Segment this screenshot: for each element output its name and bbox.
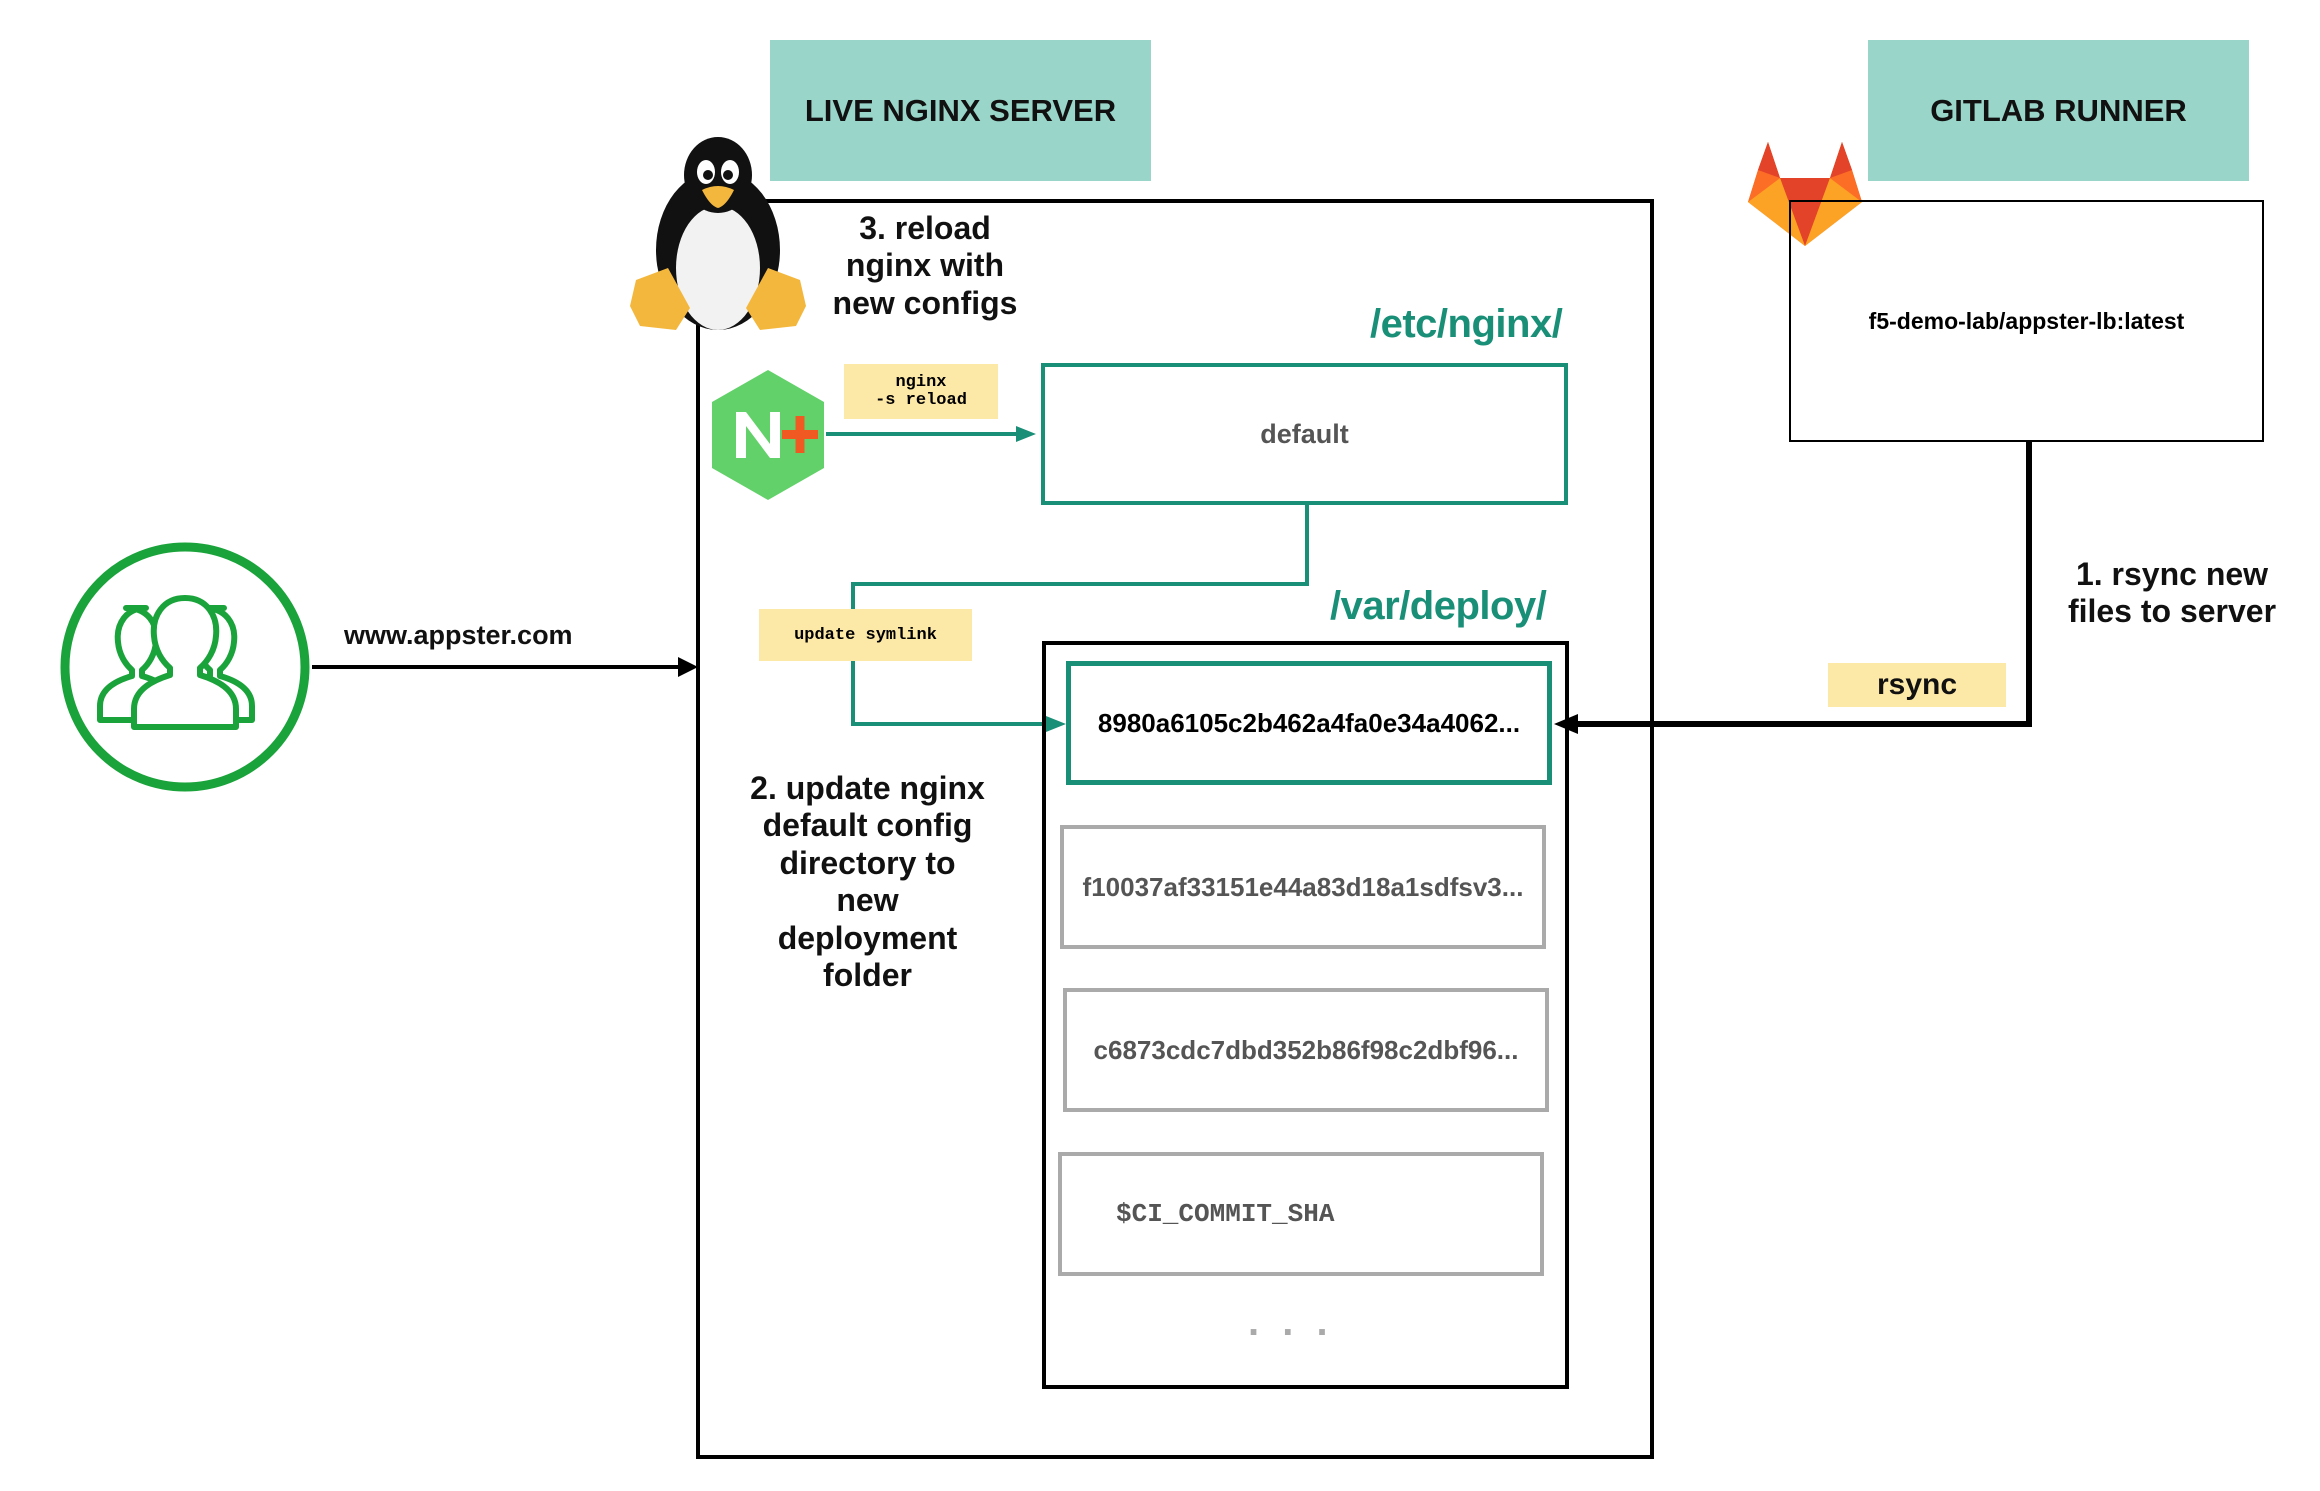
user-arrowhead xyxy=(678,657,698,677)
users-group-icon xyxy=(58,540,312,794)
user-link-label: www.appster.com xyxy=(344,620,573,650)
ci-commit-sha-label: $CI_COMMIT_SHA xyxy=(1116,1199,1335,1229)
reload-arrowhead xyxy=(1016,426,1036,442)
symlink-arrowhead xyxy=(1046,716,1066,732)
rsync-note: rsync xyxy=(1828,663,2006,707)
step-1-label: 1. rsync new files to server xyxy=(2067,556,2277,630)
nginx-plus-icon xyxy=(708,368,828,502)
etc-nginx-path-label: /etc/nginx/ xyxy=(1370,302,1563,346)
nginx-reload-note: nginx -s reload xyxy=(844,364,998,419)
deployment-folder: f10037af33151e44a83d18a1sdfsv3... xyxy=(1060,825,1546,949)
var-deploy-path-label: /var/deploy/ xyxy=(1330,584,1547,628)
deployment-folder-active: 8980a6105c2b462a4fa0e34a4062... xyxy=(1066,661,1552,785)
linux-penguin-icon xyxy=(628,130,808,335)
deployment-folder-ci-sha: $CI_COMMIT_SHA xyxy=(1058,1152,1544,1276)
update-symlink-note: update symlink xyxy=(759,609,972,661)
var-deploy-container xyxy=(1042,641,1569,1389)
live-nginx-server-banner: LIVE NGINX SERVER xyxy=(770,40,1151,181)
runner-image-box: f5-demo-lab/appster-lb:latest xyxy=(1789,200,2264,442)
step-3-label: 3. reload nginx with new configs xyxy=(832,210,1018,321)
gitlab-fox-icon xyxy=(1746,140,1864,248)
rsync-line xyxy=(1570,442,2032,727)
symlink-line xyxy=(851,504,1309,726)
live-server-frame xyxy=(696,199,1654,1459)
deployment-folder: c6873cdc7dbd352b86f98c2dbf96... xyxy=(1063,988,1549,1112)
more-deployments-ellipsis: . . . xyxy=(1248,1300,1334,1344)
gitlab-runner-banner: GITLAB RUNNER xyxy=(1868,40,2249,181)
step-2-label: 2. update nginx default config directory… xyxy=(750,770,985,994)
default-config-box: default xyxy=(1041,363,1568,505)
